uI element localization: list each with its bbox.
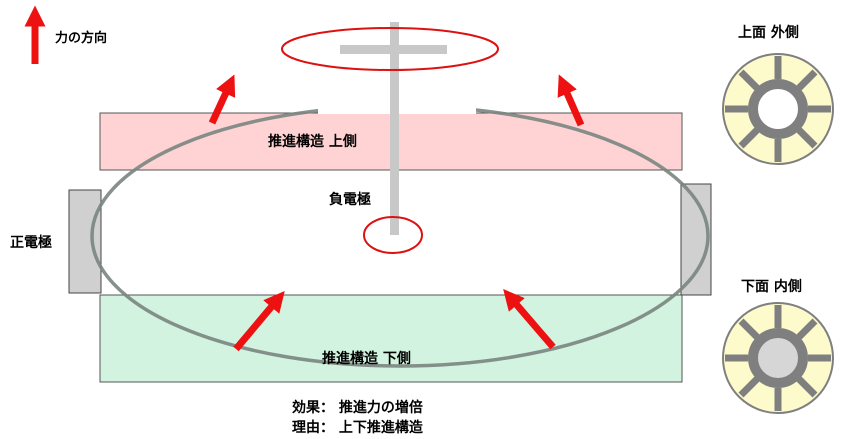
legend-label: 力の方向 xyxy=(55,30,107,46)
force-arrow-upper-right xyxy=(557,74,585,127)
bottom-inner-view xyxy=(722,302,834,414)
upper-structure-label: 推進構造 上側 xyxy=(268,133,357,150)
force-arrow-upper-left xyxy=(208,74,236,125)
bottom-highlight-circle xyxy=(363,216,423,254)
positive-electrode-left xyxy=(68,189,102,294)
caption-effect: 効果： 推進力の増倍 xyxy=(292,399,423,416)
force-arrow-lower-left xyxy=(233,290,285,352)
negative-electrode-label: 負電極 xyxy=(329,191,371,208)
top-outer-view-label: 上面 外側 xyxy=(738,24,799,41)
lower-structure-label: 推進構造 下側 xyxy=(322,350,411,367)
force-arrow-lower-right xyxy=(503,289,556,350)
positive-electrode-label: 正電極 xyxy=(10,234,52,251)
caption-reason: 理由： 上下推進構造 xyxy=(292,419,423,436)
top-highlight-circle xyxy=(281,27,499,71)
negative-electrode-crossbar xyxy=(340,45,447,54)
force-arrows xyxy=(208,74,585,352)
bottom-inner-view-label: 下面 内側 xyxy=(741,278,802,295)
negative-electrode-rod xyxy=(390,22,399,235)
top-outer-view xyxy=(722,53,834,165)
